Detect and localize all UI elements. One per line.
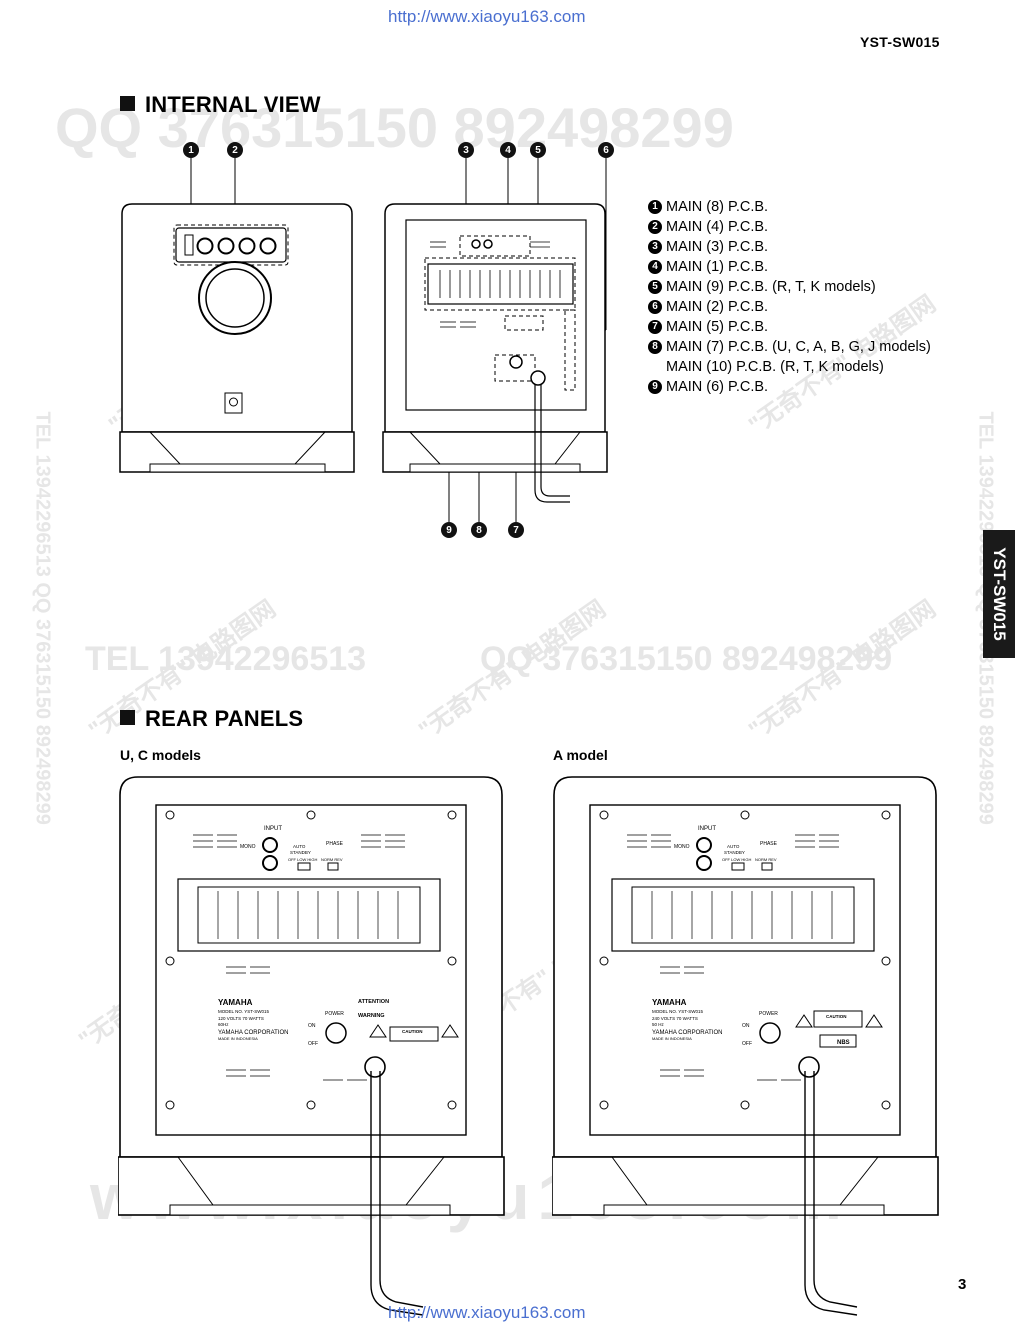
legend-number: 8	[648, 340, 662, 354]
caution-label: CAUTION	[402, 1029, 423, 1034]
section-square-icon	[120, 96, 135, 111]
off-low-high-label: OFF LOW HIGH	[722, 857, 751, 862]
legend-item-continued: MAIN (10) P.C.B. (R, T, K models)	[666, 359, 884, 375]
attention-label: ATTENTION	[358, 999, 389, 1005]
on-label: ON	[742, 1023, 750, 1029]
rating-label: 240 VOLTS 70 WATTS	[652, 1016, 698, 1021]
callout-5: 5	[530, 142, 546, 158]
input-label: INPUT	[264, 826, 282, 832]
auto-label: AUTO	[293, 844, 306, 849]
rear-panel-a: INPUT MONO AUTO STANDBY PHASE OFF LOW HI…	[552, 776, 939, 1316]
standby-label: STANDBY	[290, 850, 311, 855]
internal-view-diagram	[119, 158, 608, 522]
power-label: POWER	[325, 1011, 344, 1017]
phase-label: PHASE	[326, 841, 344, 847]
callout-9: 9	[441, 522, 457, 538]
yamaha-label: YAMAHA	[218, 998, 253, 1007]
callout-7: 7	[508, 522, 524, 538]
model-no-label: MODEL NO. YST-SW015	[652, 1009, 704, 1014]
off-low-high-label: OFF LOW HIGH	[288, 857, 317, 862]
made-in-label: MADE IN INDONESIA	[218, 1036, 258, 1041]
corp-label: YAMAHA CORPORATION	[652, 1030, 722, 1036]
uc-models-label: U, C models	[120, 747, 201, 763]
legend-number: 4	[648, 260, 662, 274]
off-label: OFF	[742, 1041, 752, 1047]
standby-label: STANDBY	[724, 850, 745, 855]
callout-4: 4	[500, 142, 516, 158]
mono-label: MONO	[240, 844, 256, 850]
callout-8: 8	[471, 522, 487, 538]
side-tab-model: YST-SW015	[983, 530, 1015, 658]
legend-number: 6	[648, 300, 662, 314]
phase-label: PHASE	[760, 841, 778, 847]
norm-rev-label: NORM REV	[321, 857, 343, 862]
internal-rear-unit	[382, 203, 608, 503]
rear-panel-uc: INPUT MONO AUTO STANDBY PHASE OFF LOW HI…	[118, 776, 505, 1316]
legend-number: 7	[648, 320, 662, 334]
callout-2: 2	[227, 142, 243, 158]
legend-number: 5	[648, 280, 662, 294]
input-label: INPUT	[698, 826, 716, 832]
watermark-tel: TEL 13942296513	[85, 640, 367, 678]
callout-6: 6	[598, 142, 614, 158]
rating-label: 120 VOLTS 70 WATTS	[218, 1016, 264, 1021]
model-no-label: MODEL NO. YST-SW015	[218, 1009, 270, 1014]
watermark-qq-middle: QQ 376315150 892498299	[480, 640, 893, 678]
legend-number: 1	[648, 200, 662, 214]
legend-number: 3	[648, 240, 662, 254]
section-square-icon	[120, 710, 135, 725]
hz-label: 50 Hz	[652, 1022, 665, 1027]
warning-label: WARNING	[358, 1013, 385, 1019]
page-number: 3	[958, 1276, 967, 1293]
watermark-qq-top: QQ 376315150 892498299	[55, 96, 734, 159]
made-in-label: MADE IN INDONESIA	[652, 1036, 692, 1041]
hz-label: 60Hz	[218, 1022, 229, 1027]
mono-label: MONO	[674, 844, 690, 850]
callout-3: 3	[458, 142, 474, 158]
corp-label: YAMAHA CORPORATION	[218, 1030, 288, 1036]
on-label: ON	[308, 1023, 316, 1029]
header-model: YST-SW015	[860, 34, 940, 50]
power-label: POWER	[759, 1011, 778, 1017]
internal-view-title: INTERNAL VIEW	[120, 92, 321, 118]
nbs-label: NBS	[837, 1040, 850, 1046]
front-view-unit	[119, 203, 355, 473]
watermark-vertical-left: TEL 13942296513 QQ 376315150 892498299	[31, 411, 54, 825]
rear-panels-title: REAR PANELS	[120, 706, 303, 732]
footer-url[interactable]: http://www.xiaoyu163.com	[388, 1303, 586, 1322]
callout-1: 1	[183, 142, 199, 158]
yamaha-label: YAMAHA	[652, 998, 687, 1007]
legend-number: 9	[648, 380, 662, 394]
caution-label: CAUTION	[826, 1014, 847, 1019]
off-label: OFF	[308, 1041, 318, 1047]
norm-rev-label: NORM REV	[755, 857, 777, 862]
legend-number: 2	[648, 220, 662, 234]
auto-label: AUTO	[727, 844, 740, 849]
header-url[interactable]: http://www.xiaoyu163.com	[388, 7, 586, 26]
a-model-label: A model	[553, 747, 608, 763]
